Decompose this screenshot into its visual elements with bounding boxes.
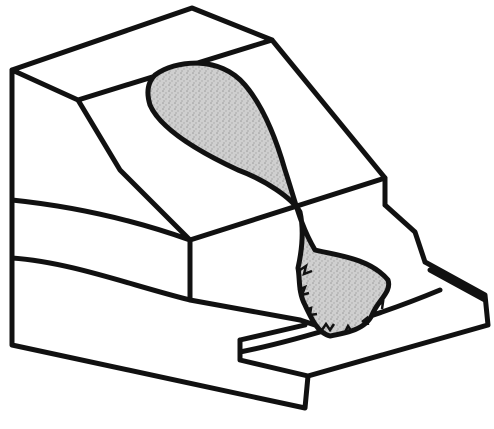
lower-slope-edge [385,205,425,262]
rock-layer-line-upper [12,200,190,240]
middle-bench-face [190,240,300,320]
valley-terrace-line-2 [430,270,485,300]
rock-layer-line-lower [12,258,190,300]
landslide-flow-body [148,63,389,336]
